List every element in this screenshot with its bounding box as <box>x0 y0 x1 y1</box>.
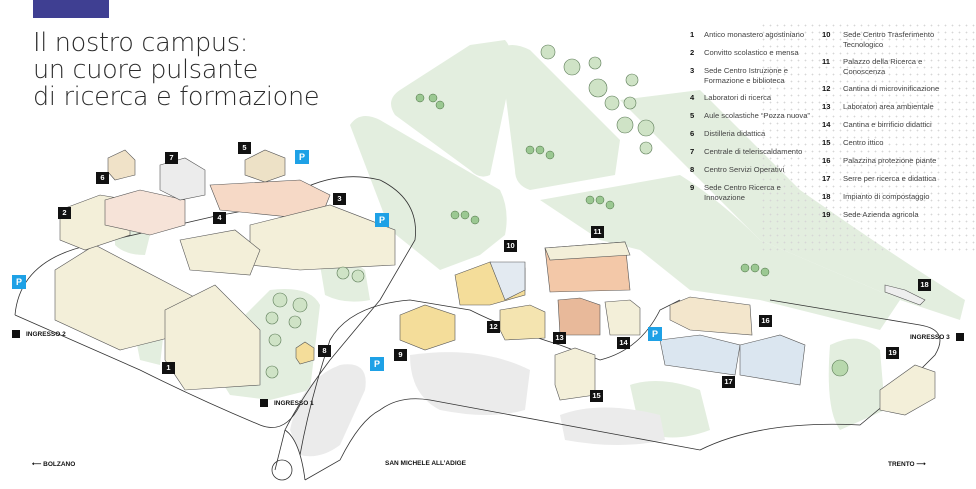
trees <box>265 44 849 379</box>
direction-trento: TRENTO ⟶ <box>888 461 926 468</box>
building-marker-7[interactable]: 7 <box>165 152 178 164</box>
entrance-square-icon <box>260 399 268 407</box>
header-accent-tab <box>33 0 109 18</box>
title-line-3: di ricerca e formazione <box>33 82 320 112</box>
parking-icon[interactable]: P <box>12 275 26 289</box>
title-line-1: Il nostro campus: <box>33 28 248 58</box>
parking-icon[interactable]: P <box>648 327 662 341</box>
entrance-square-icon <box>12 330 20 338</box>
building-marker-18[interactable]: 18 <box>918 279 931 291</box>
entrance-2[interactable]: INGRESSO 2 <box>12 330 66 338</box>
title-line-2: un cuore pulsante <box>33 55 259 85</box>
entrance-1[interactable]: INGRESSO 1 <box>260 399 314 407</box>
building-marker-15[interactable]: 15 <box>590 390 603 402</box>
building-marker-11[interactable]: 11 <box>591 226 604 238</box>
building-marker-4[interactable]: 4 <box>213 212 226 224</box>
vineyard-icons <box>415 93 770 277</box>
roads <box>14 176 941 481</box>
building-marker-8[interactable]: 8 <box>318 345 331 357</box>
building-marker-9[interactable]: 9 <box>394 349 407 361</box>
building-marker-2[interactable]: 2 <box>58 207 71 219</box>
building-marker-17[interactable]: 17 <box>722 376 735 388</box>
building-marker-19[interactable]: 19 <box>886 347 899 359</box>
entrance-3[interactable]: INGRESSO 3 <box>910 333 964 341</box>
building-marker-5[interactable]: 5 <box>238 142 251 154</box>
direction-bolzano: ⟵ BOLZANO <box>32 461 76 468</box>
direction-san-michele: SAN MICHELE ALL’ADIGE <box>385 460 467 467</box>
building-marker-3[interactable]: 3 <box>333 193 346 205</box>
page-title: Il nostro campus: un cuore pulsante di r… <box>33 28 320 112</box>
parking-icon[interactable]: P <box>375 213 389 227</box>
building-marker-1[interactable]: 1 <box>162 362 175 374</box>
legend-dot-grid <box>760 22 976 252</box>
building-marker-12[interactable]: 12 <box>487 321 500 333</box>
building-marker-14[interactable]: 14 <box>617 337 630 349</box>
parking-icon[interactable]: P <box>295 150 309 164</box>
entrance-square-icon <box>955 333 964 341</box>
parking-icon[interactable]: P <box>370 357 384 371</box>
grey-areas <box>290 352 665 457</box>
building-marker-16[interactable]: 16 <box>759 315 772 327</box>
buildings <box>54 149 936 416</box>
building-marker-10[interactable]: 10 <box>504 240 517 252</box>
building-marker-6[interactable]: 6 <box>96 172 109 184</box>
building-marker-13[interactable]: 13 <box>553 332 566 344</box>
